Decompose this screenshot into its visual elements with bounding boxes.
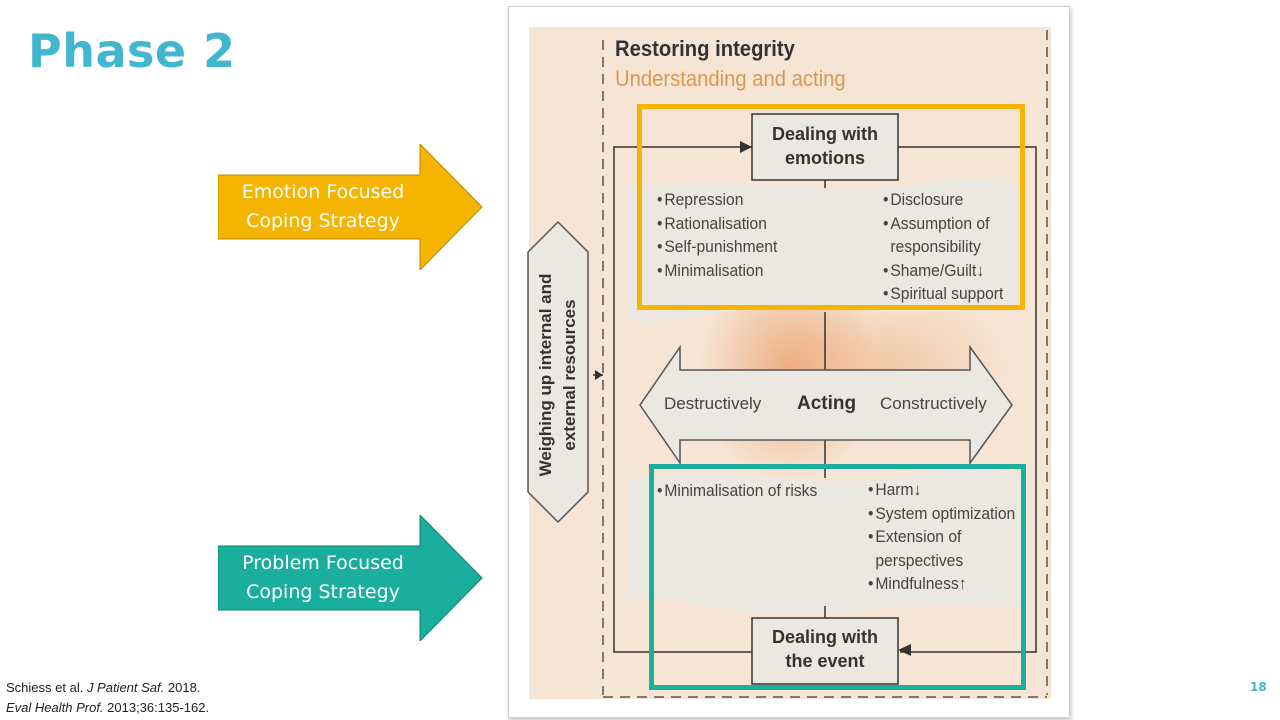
emotion-arrow-shape (218, 144, 483, 270)
resources-label-text: Weighing up internal and external resour… (534, 230, 582, 520)
emotion-label-line1: Emotion Focused (241, 181, 405, 203)
event-right-list: Harm↓ System optimization Extension of p… (868, 478, 1015, 596)
acting-destructively: Destructively (664, 394, 762, 413)
figure-subtitle: Understanding and acting (615, 66, 846, 91)
slide-title: Phase 2 (28, 24, 236, 78)
problem-label-line2: Coping Strategy (246, 581, 400, 603)
resources-label-line2: external resources (560, 299, 579, 451)
acting-label: Acting (797, 393, 857, 414)
emotions-box-line1: Dealing with (771, 124, 878, 144)
arrowhead-to-emotions (740, 141, 752, 153)
citation: Schiess et al. J Patient Saf. 2018. Eval… (6, 678, 209, 718)
citation-year-1: 2018. (164, 680, 201, 695)
list-item: System optimization (868, 502, 1015, 526)
acting-constructively: Constructively (880, 394, 987, 413)
resources-label: Weighing up internal and external resour… (528, 230, 588, 520)
list-item: responsibility (890, 237, 981, 256)
problem-highlight-box (649, 464, 1026, 690)
right-loop-line (898, 146, 1037, 653)
list-item: Mindfulness↑ (868, 572, 1015, 596)
problem-coping-label: Problem Focused Coping Strategy (218, 549, 428, 607)
list-item: Shame/Guilt↓ (883, 259, 1003, 283)
list-item: Repression (657, 188, 777, 212)
acting-double-arrow (639, 344, 1013, 466)
list-item: Self-punishment (657, 235, 777, 259)
emotion-highlight-box (637, 104, 1025, 310)
arrowhead-to-event (898, 644, 911, 656)
list-item: Disclosure (883, 188, 1003, 212)
emotions-right-list: Disclosure Assumption of responsibility … (883, 188, 1003, 306)
list-item: Rationalisation (657, 212, 777, 236)
citation-line1: Schiess et al. J Patient Saf. 2018. (6, 678, 209, 698)
citation-line2: Eval Health Prof. 2013;36:135-162. (6, 698, 209, 718)
page-number: 18 (1250, 680, 1267, 694)
problem-label-line1: Problem Focused (242, 552, 404, 574)
list-item: Minimalisation of risks (657, 479, 817, 503)
citation-authors: Schiess et al. (6, 680, 87, 695)
problem-arrow-shape (218, 515, 483, 641)
list-item: Assumption of (883, 212, 1003, 236)
figure-title: Restoring integrity (615, 36, 795, 61)
event-box-line1: Dealing with (771, 627, 878, 647)
list-item: Spiritual support (883, 282, 1003, 306)
emotion-label-line2: Coping Strategy (246, 210, 400, 232)
emotion-coping-arrow: Emotion Focused Coping Strategy (218, 144, 484, 270)
citation-journal-1: J Patient Saf. (86, 680, 165, 695)
resources-label-line1: Weighing up internal and (536, 273, 555, 477)
emotions-box-line2: emotions (784, 148, 865, 168)
dealing-event-label: Dealing with the event (752, 625, 898, 673)
resources-double-arrow (527, 220, 589, 524)
event-left-list: Minimalisation of risks (657, 479, 817, 503)
citation-ref-2: 2013;36:135-162. (103, 700, 210, 715)
citation-journal-2: Eval Health Prof. (6, 700, 104, 715)
list-item: Minimalisation (657, 259, 777, 283)
list-item: Harm↓ (868, 478, 1015, 502)
list-item: perspectives (875, 550, 964, 570)
dealing-emotions-label: Dealing with emotions (752, 122, 898, 170)
arrowhead-side (595, 370, 603, 380)
list-item: Extension of (868, 525, 1015, 549)
problem-coping-arrow: Problem Focused Coping Strategy (218, 515, 484, 641)
dealing-event-box (751, 617, 899, 685)
emotions-left-list: Repression Rationalisation Self-punishme… (657, 188, 777, 282)
dealing-emotions-box (751, 113, 899, 181)
event-box-line2: the event (785, 651, 865, 671)
emotion-coping-label: Emotion Focused Coping Strategy (218, 178, 428, 236)
